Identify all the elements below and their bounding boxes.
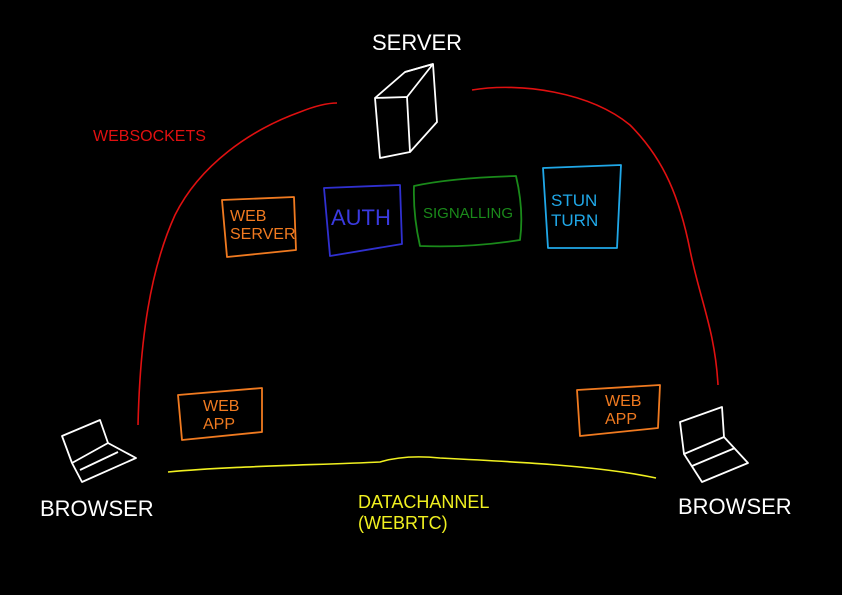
signalling-label: SIGNALLING [423, 205, 514, 222]
signalling-box [412, 175, 523, 248]
browser-left-icon [61, 419, 137, 483]
web-server-label-line1: WEB [230, 208, 267, 225]
web-app-left-box [177, 387, 263, 441]
web-app-left-label-line1: WEB [203, 398, 240, 415]
stun-turn-label-line2: TURN [551, 210, 599, 230]
web-app-right-label-line1: WEB [605, 393, 642, 410]
web-app-right-label: WEB APP [605, 393, 641, 430]
web-app-left-label-line2: APP [203, 416, 236, 434]
browser-right-icon [679, 406, 749, 483]
browser-right-label: BROWSER [678, 494, 792, 519]
server-label: SERVER [372, 30, 463, 55]
websockets-label: WEBSOCKETS [93, 128, 206, 145]
websockets-connection-line [137, 102, 338, 426]
web-server-label-line2: SERVER [230, 226, 296, 244]
web-app-right-label-line2: APP [605, 411, 638, 429]
browser-left-label: BROWSER [40, 496, 154, 521]
datachannel-label: DATACHANNEL (WEBRTC) [358, 492, 489, 533]
datachannel-connection-line [167, 456, 657, 479]
web-server-box [221, 196, 297, 258]
auth-label: AUTH [331, 205, 391, 230]
server-icon [374, 63, 438, 159]
stun-turn-label-line1: STUN [551, 191, 598, 210]
datachannel-label-line2: (WEBRTC) [358, 512, 448, 533]
websockets-connection-line-right [471, 86, 719, 386]
auth-box [323, 184, 403, 257]
stun-turn-label: STUN TURN [551, 191, 598, 230]
web-server-label: WEB SERVER [230, 208, 296, 245]
web-app-right-box [576, 384, 661, 437]
web-app-left-label: WEB APP [203, 398, 239, 435]
datachannel-label-line1: DATACHANNEL [358, 492, 490, 512]
stun-turn-box [542, 164, 622, 249]
